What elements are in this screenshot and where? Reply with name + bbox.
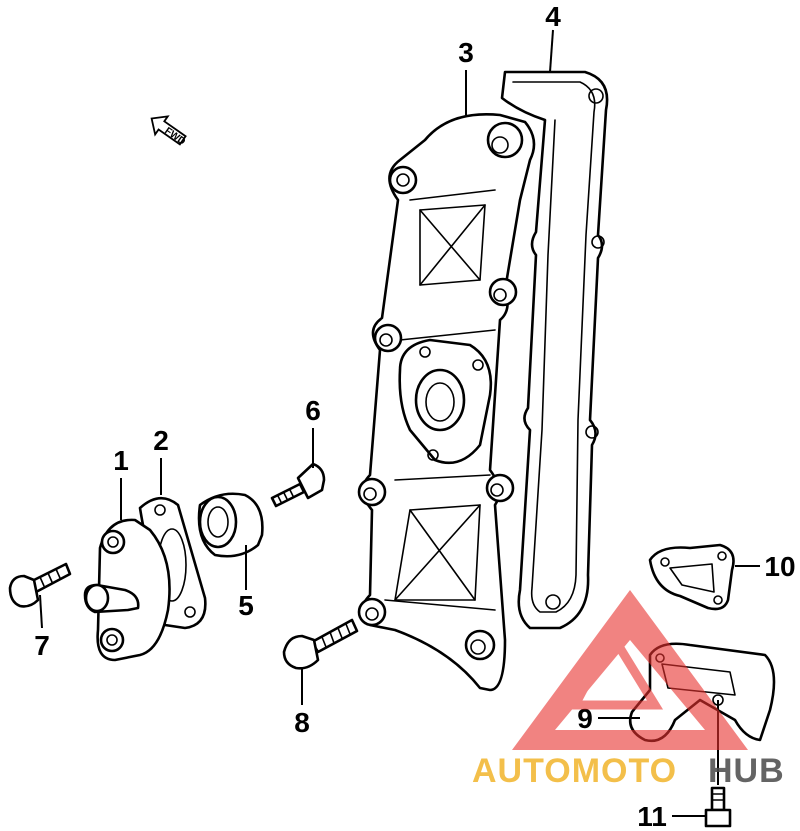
watermark-word-automoto: AUTOMOTO	[472, 752, 677, 790]
gasket-part-4	[500, 70, 609, 630]
fwd-label: FWD	[162, 126, 187, 148]
callout-6: 6	[305, 395, 321, 426]
thermostat-part-5	[197, 492, 264, 558]
callout-7: 7	[34, 630, 50, 661]
watermark-word-hub: HUB	[708, 752, 785, 790]
thermostat-housing-part-1	[83, 518, 171, 662]
watermark-triangle	[512, 590, 748, 750]
automotohub-watermark-logo	[512, 590, 748, 750]
forward-direction-arrow: FWD	[150, 115, 187, 148]
callout-9: 9	[577, 703, 593, 734]
watermark-inner-triangle	[567, 625, 664, 710]
bolt-part-7	[8, 562, 72, 608]
callout-8: 8	[294, 707, 310, 738]
callout-11: 11	[637, 801, 667, 831]
callout-1: 1	[113, 445, 129, 476]
callout-3: 3	[458, 37, 474, 68]
leader-lines	[39, 29, 760, 817]
small-bolt-part-11	[704, 786, 732, 828]
flange-gasket-part-10	[648, 543, 735, 611]
automotohub-watermark-text: AUTOMOTO HUB	[472, 752, 785, 790]
callout-10: 10	[764, 551, 795, 582]
cover-plate-part-3	[357, 113, 536, 692]
callout-2: 2	[153, 425, 169, 456]
short-bolt-part-6	[270, 462, 326, 508]
callout-5: 5	[238, 590, 254, 621]
long-bolt-part-8	[282, 618, 359, 670]
callout-4: 4	[545, 1, 561, 32]
